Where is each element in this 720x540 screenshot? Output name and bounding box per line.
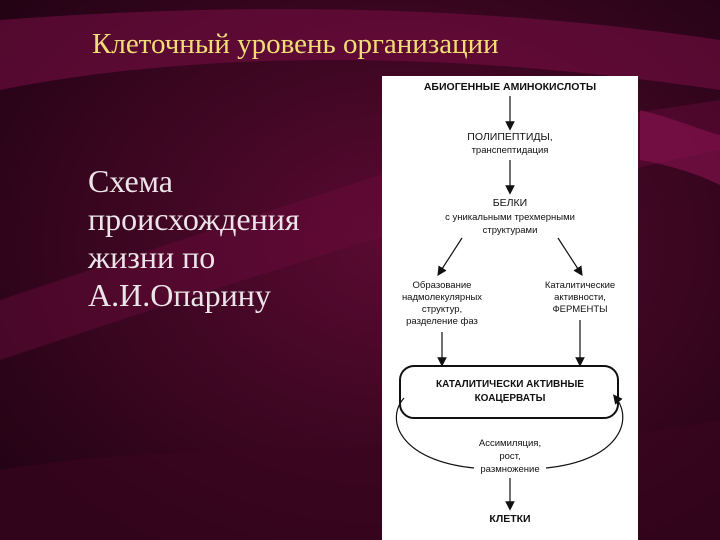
node-supramolecular-2: надмолекулярных bbox=[402, 292, 482, 303]
decorative-band-top bbox=[0, 8, 720, 91]
arrow-3-right bbox=[557, 237, 583, 277]
arrow-3-left bbox=[437, 237, 463, 277]
node-proteins-sub-1: с уникальными трехмерными bbox=[445, 212, 575, 223]
node-abiogenic-amino-acids: АБИОГЕННЫЕ АМИНОКИСЛОТЫ bbox=[424, 81, 596, 93]
node-catalytic-3: ФЕРМЕНТЫ bbox=[552, 304, 607, 315]
slide-body-text: Схема происхождения жизни по А.И.Опарину bbox=[88, 162, 368, 314]
node-assimilation-2: рост, bbox=[499, 451, 520, 462]
decorative-band-right bbox=[640, 110, 720, 185]
node-supramolecular-1: Образование bbox=[413, 280, 472, 291]
node-coacervates-box bbox=[399, 365, 619, 419]
cycle-arrow-left bbox=[395, 397, 475, 469]
oparin-scheme-diagram: АБИОГЕННЫЕ АМИНОКИСЛОТЫ ПОЛИПЕПТИДЫ, тра… bbox=[382, 76, 638, 540]
node-catalytic-1: Каталитические bbox=[545, 280, 615, 291]
node-catalytic-2: активности, bbox=[554, 292, 606, 303]
node-supramolecular-3: структур, bbox=[422, 304, 462, 315]
node-proteins-sub-2: структурами bbox=[483, 225, 538, 236]
node-supramolecular-4: разделение фаз bbox=[406, 316, 478, 327]
slide-title: Клеточный уровень организации bbox=[92, 28, 499, 60]
node-cells: КЛЕТКИ bbox=[489, 513, 530, 525]
cycle-arrow-right bbox=[545, 394, 624, 469]
node-proteins: БЕЛКИ bbox=[493, 197, 527, 209]
node-assimilation-1: Ассимиляция, bbox=[479, 438, 541, 449]
node-coacervates-2: КОАЦЕРВАТЫ bbox=[475, 393, 546, 404]
body-line-1: Схема bbox=[88, 163, 173, 199]
node-coacervates-1: КАТАЛИТИЧЕСКИ АКТИВНЫЕ bbox=[436, 379, 584, 390]
body-line-3: жизни по bbox=[88, 239, 216, 275]
node-polypeptides: ПОЛИПЕПТИДЫ, bbox=[467, 131, 552, 143]
body-line-2: происхождения bbox=[88, 201, 300, 237]
body-line-4: А.И.Опарину bbox=[88, 277, 271, 313]
node-assimilation-3: размножение bbox=[480, 464, 539, 475]
node-polypeptides-sub: транспептидация bbox=[472, 145, 549, 156]
